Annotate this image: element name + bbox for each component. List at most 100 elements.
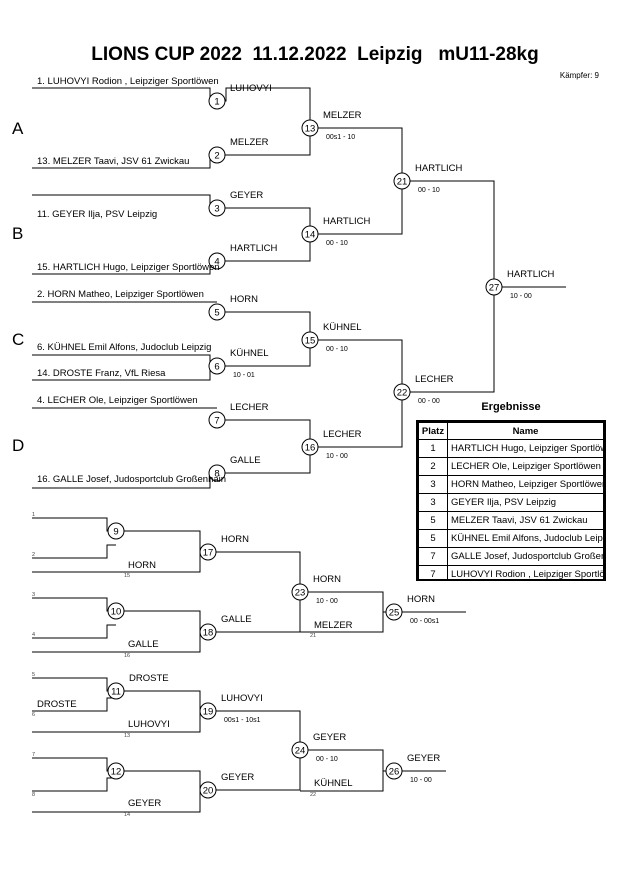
match-winner: HORN xyxy=(313,574,341,585)
slot-ref: 22 xyxy=(310,792,316,798)
place-cell: 7 xyxy=(418,547,448,566)
match-circle-4 xyxy=(208,252,226,270)
entry-geyer: 11. GEYER Ilja, PSV Leipzig xyxy=(37,209,157,220)
match-number: 2 xyxy=(214,151,219,162)
match-winner: LECHER xyxy=(230,402,269,413)
match-circle-23 xyxy=(291,583,309,601)
match-number: 18 xyxy=(203,628,214,639)
slot-ref: 6 xyxy=(32,712,35,718)
match-number: 10 xyxy=(111,607,122,618)
match-score: 10 - 00 xyxy=(510,293,532,300)
match-winner: LUHOVYI xyxy=(221,693,263,704)
match-winner: KÜHNEL xyxy=(230,348,269,359)
match-number: 16 xyxy=(305,443,316,454)
match-score: 10 - 00 xyxy=(410,777,432,784)
match-winner: GALLE xyxy=(221,614,252,625)
place-cell: 2 xyxy=(418,457,448,476)
match-winner: GEYER xyxy=(230,190,263,201)
match-score: 00 - 10 xyxy=(326,240,348,247)
match-circle-16 xyxy=(301,438,319,456)
match-number: 23 xyxy=(295,588,306,599)
name-cell: LECHER Ole, Leipziger Sportlöwen xyxy=(447,457,604,476)
match-winner: HORN xyxy=(230,294,258,305)
match-circle-2 xyxy=(208,146,226,164)
match-score: 00s1 - 10s1 xyxy=(224,717,261,724)
match-winner: HORN xyxy=(407,594,435,605)
match-number: 26 xyxy=(389,767,400,778)
entry-kuehnel: 6. KÜHNEL Emil Alfons, Judoclub Leipzig xyxy=(37,342,211,353)
pool-letter-a: A xyxy=(12,119,24,138)
match-circle-24 xyxy=(291,741,309,759)
match-number: 3 xyxy=(214,204,219,215)
fighters-count: Kämpfer: 9 xyxy=(559,71,599,80)
match-number: 7 xyxy=(214,416,219,427)
match-circle-17 xyxy=(199,543,217,561)
entry-horn: 2. HORN Matheo, Leipziger Sportlöwen xyxy=(37,289,204,300)
match-circle-11 xyxy=(107,682,125,700)
pool-letter-b: B xyxy=(12,224,23,243)
entry-lecher: 4. LECHER Ole, Leipziger Sportlöwen xyxy=(37,395,198,406)
match-score: 00 - 00s1 xyxy=(410,618,439,625)
match-winner: GALLE xyxy=(230,455,261,466)
loser-name: DROSTE xyxy=(37,699,77,710)
match-winner: LECHER xyxy=(415,374,454,385)
match-number: 17 xyxy=(203,548,214,559)
loser-name: KÜHNEL xyxy=(314,778,353,789)
match-circle-22 xyxy=(393,383,411,401)
match-winner: KÜHNEL xyxy=(323,322,362,333)
match-score: 10 - 00 xyxy=(326,453,348,460)
match-number: 8 xyxy=(214,469,219,480)
match-circle-9 xyxy=(107,522,125,540)
slot-ref: 3 xyxy=(32,592,35,598)
results-title: Ergebnisse xyxy=(481,401,541,413)
match-winner: MELZER xyxy=(230,137,269,148)
match-circle-20 xyxy=(199,781,217,799)
match-number: 19 xyxy=(203,707,214,718)
match-circle-15 xyxy=(301,331,319,349)
page-title: LIONS CUP 2022 11.12.2022 Leipzig mU11-2… xyxy=(91,44,539,65)
name-cell: LUHOVYI Rodion , Leipziger Sportlöwen xyxy=(447,565,604,579)
match-number: 1 xyxy=(214,97,219,108)
place-cell: 5 xyxy=(418,529,448,548)
loser-name: HORN xyxy=(128,560,156,571)
match-score: 00s1 - 10 xyxy=(326,134,355,141)
slot-ref: 15 xyxy=(124,573,130,579)
match-number: 6 xyxy=(214,362,219,373)
match-winner: GEYER xyxy=(313,732,346,743)
match-winner: HARTLICH xyxy=(415,163,462,174)
header-place: Platz xyxy=(418,422,448,440)
match-circle-3 xyxy=(208,199,226,217)
pool-letter-c: C xyxy=(12,330,24,349)
name-cell: GEYER Ilja, PSV Leipzig xyxy=(447,493,604,512)
match-score: 00 - 10 xyxy=(316,756,338,763)
place-cell: 7 xyxy=(418,565,448,579)
entry-hartlich: 15. HARTLICH Hugo, Leipziger Sportlöwen xyxy=(37,262,220,273)
place-cell: 1 xyxy=(418,439,448,458)
place-cell: 3 xyxy=(418,493,448,512)
slot-ref: 2 xyxy=(32,552,35,558)
pool-letter-d: D xyxy=(12,436,24,455)
match-number: 9 xyxy=(113,527,118,538)
loser-name: MELZER xyxy=(314,620,353,631)
match-circle-7 xyxy=(208,411,226,429)
slot-ref: 4 xyxy=(32,632,35,638)
match-number: 27 xyxy=(489,283,500,294)
match-number: 20 xyxy=(203,786,214,797)
match-score: 00 - 10 xyxy=(418,187,440,194)
name-cell: MELZER Taavi, JSV 61 Zwickau xyxy=(447,511,604,530)
match-winner: HORN xyxy=(221,534,249,545)
slot-ref: 14 xyxy=(124,812,130,818)
match-winner: MELZER xyxy=(323,110,362,121)
match-number: 13 xyxy=(305,124,316,135)
match-circle-18 xyxy=(199,623,217,641)
place-cell: 5 xyxy=(418,511,448,530)
match-winner: HARTLICH xyxy=(323,216,370,227)
slot-ref: 21 xyxy=(310,633,316,639)
header-name: Name xyxy=(447,422,604,440)
